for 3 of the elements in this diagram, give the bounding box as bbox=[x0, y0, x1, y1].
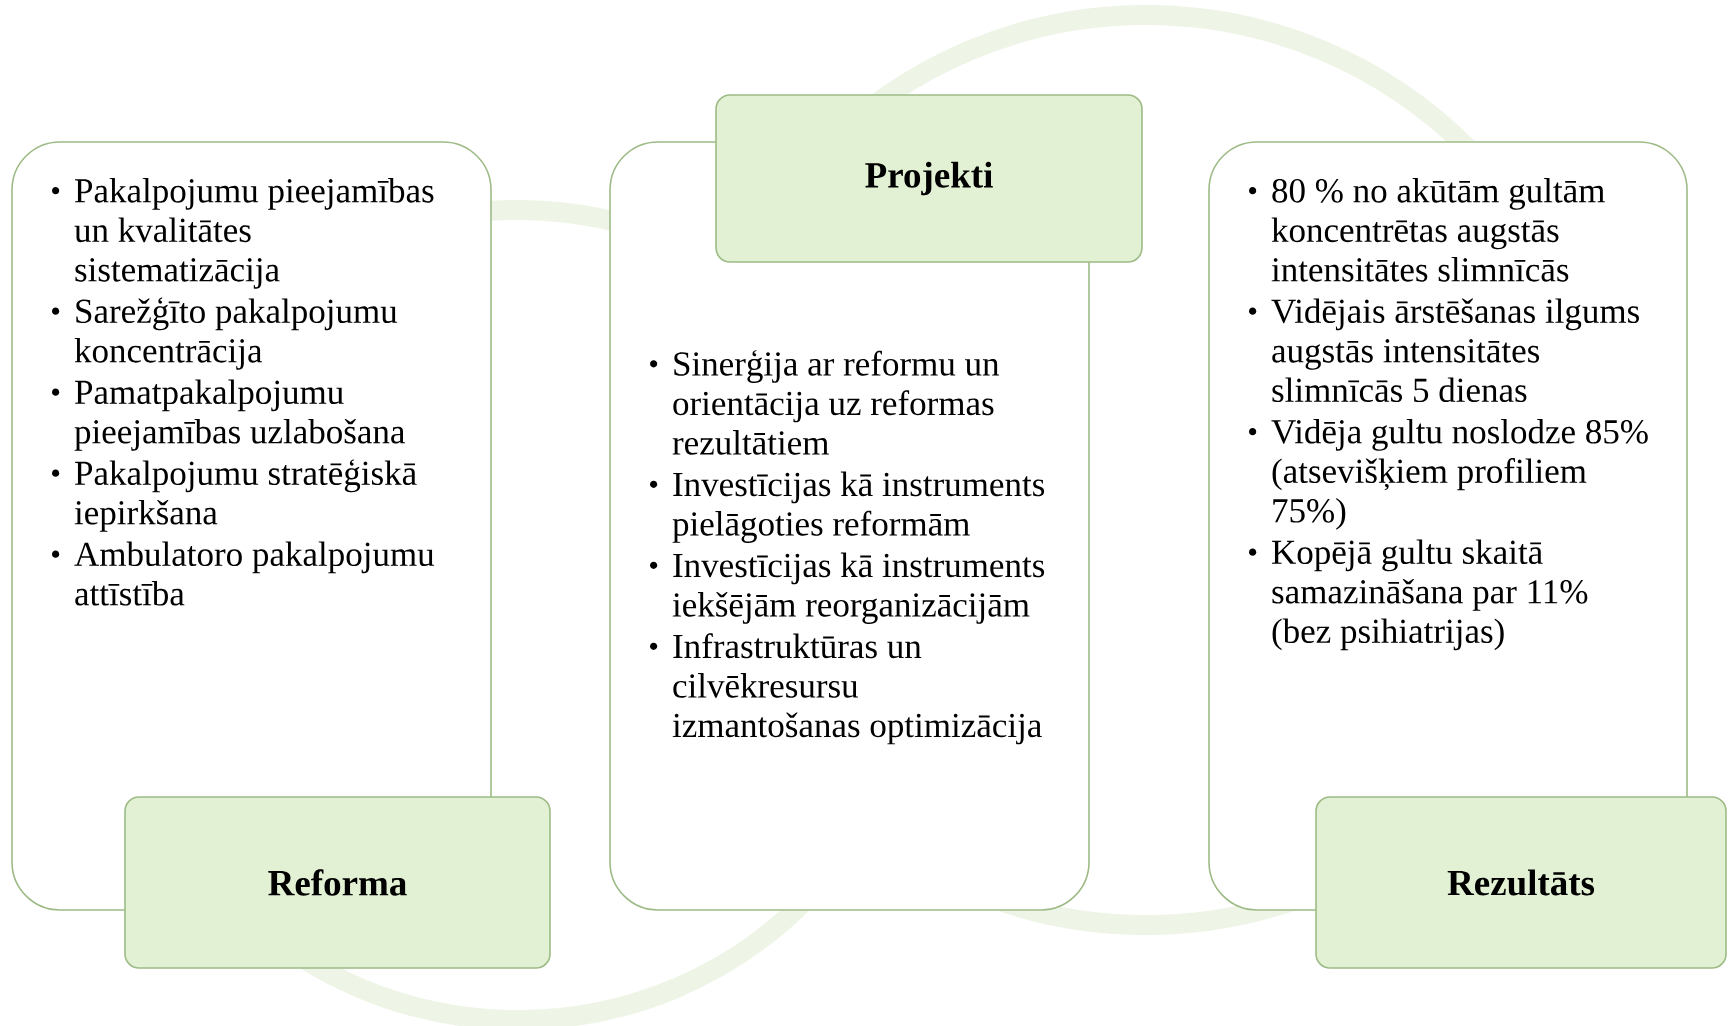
title-tab: Projekti bbox=[715, 94, 1143, 263]
title-tab: Reforma bbox=[124, 796, 551, 969]
title-tab: Rezultāts bbox=[1315, 796, 1727, 969]
